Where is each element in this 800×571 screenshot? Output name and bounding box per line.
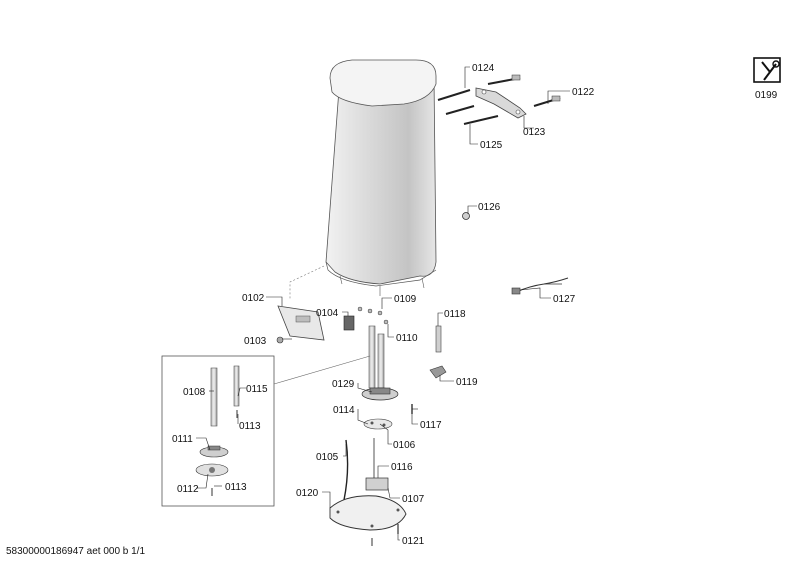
part-label-0123: 0123 <box>523 127 546 138</box>
part-label-0112: 0112 <box>177 484 199 495</box>
part-label-0122: 0122 <box>572 87 595 98</box>
water-heater-tank <box>325 59 437 296</box>
bottom-cover <box>329 495 407 531</box>
part-label-0199: 0199 <box>755 90 778 101</box>
part-label-0127: 0127 <box>553 294 576 305</box>
control-panel-cover <box>277 305 325 341</box>
part-label-0107: 0107 <box>402 494 425 505</box>
part-label-0113-lower: 0113 <box>225 482 247 493</box>
part-label-0105: 0105 <box>316 452 339 463</box>
part-label-0126: 0126 <box>478 202 501 213</box>
thermostat-part <box>365 477 389 491</box>
part-label-0102: 0102 <box>242 293 265 304</box>
nut-part <box>462 212 470 220</box>
knob-part <box>276 336 284 344</box>
anchor-bolts <box>437 74 561 125</box>
wall-bracket <box>475 87 527 119</box>
part-label-0124: 0124 <box>472 63 495 74</box>
heating-element <box>361 325 399 401</box>
part-label-0106: 0106 <box>393 440 416 451</box>
part-label-0129: 0129 <box>332 379 355 390</box>
part-label-0125: 0125 <box>480 140 503 151</box>
electronic-module <box>343 315 355 331</box>
part-label-0121: 0121 <box>402 536 425 547</box>
leader-lines <box>196 66 570 541</box>
part-label-0110: 0110 <box>396 333 418 344</box>
anode-fitting <box>429 365 447 379</box>
wrench-service-icon <box>753 57 781 83</box>
part-label-0120: 0120 <box>296 488 319 499</box>
part-label-0114: 0114 <box>333 405 355 416</box>
screws <box>357 306 389 325</box>
detail-inset <box>161 355 371 507</box>
part-label-0119: 0119 <box>456 377 478 388</box>
part-label-0104: 0104 <box>316 308 339 319</box>
part-label-0118: 0118 <box>444 309 466 320</box>
part-label-0117: 0117 <box>420 420 442 431</box>
part-label-0115: 0115 <box>246 384 268 395</box>
assembly-guide-line <box>289 265 325 300</box>
gasket-plate <box>363 418 393 430</box>
cable-assembly <box>511 277 569 295</box>
part-labels: 0124 0122 0123 0125 0126 0199 0102 0104 … <box>172 63 778 547</box>
part-label-0103: 0103 <box>244 336 267 347</box>
part-label-0108: 0108 <box>183 387 206 398</box>
document-id-footer: 58300000186947 aet 000 b 1/1 <box>6 546 146 557</box>
part-label-0109: 0109 <box>394 294 417 305</box>
part-label-0113-upper: 0113 <box>239 421 261 432</box>
part-label-0116: 0116 <box>391 462 413 473</box>
part-label-0111: 0111 <box>172 434 193 445</box>
anode-rod <box>435 325 442 353</box>
